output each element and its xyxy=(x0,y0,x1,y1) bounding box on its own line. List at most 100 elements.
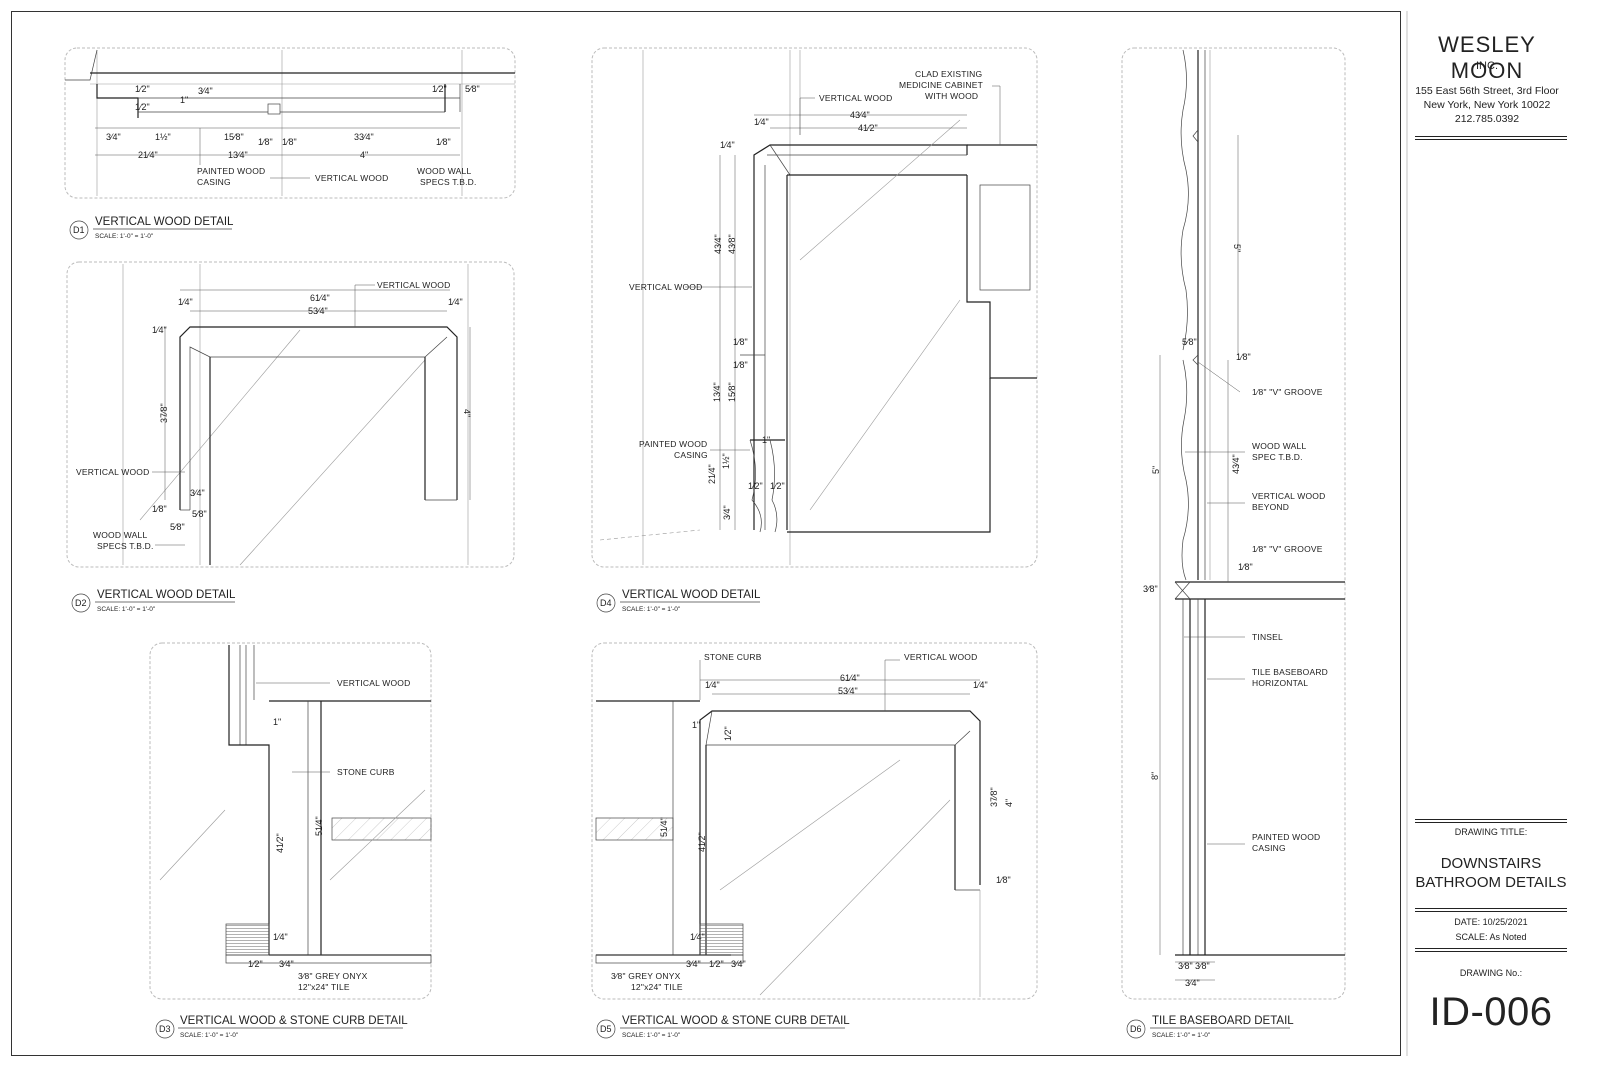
detail-d6-title: TILE BASEBOARD DETAIL xyxy=(1152,1015,1294,1027)
label-beyond: BEYOND xyxy=(1252,502,1289,512)
detail-d6-tag: D6 xyxy=(1130,1024,1142,1034)
label-grey-onyx: 3⁄8" GREY ONYX xyxy=(298,971,368,981)
detail-d5-scale: SCALE: 1'-0" = 1'-0" xyxy=(622,1032,681,1039)
detail-d4-tag: D4 xyxy=(600,598,612,608)
dim: 3⁄8" xyxy=(1195,961,1210,971)
dim: 1⁄4" xyxy=(754,117,769,127)
title-block-divider xyxy=(1415,819,1567,823)
label-casing: CASING xyxy=(197,177,231,187)
dim: 5" xyxy=(1232,244,1242,252)
dim: 1⁄4" xyxy=(178,297,193,307)
dim: 43⁄4" xyxy=(1231,454,1241,474)
drawing-title-label: DRAWING TITLE: xyxy=(1454,827,1528,837)
dim: 53⁄4" xyxy=(308,306,328,316)
dim: 1⁄4" xyxy=(973,680,988,690)
drawing-number: ID-006 xyxy=(1429,990,1553,1034)
dim: 5⁄8" xyxy=(192,509,207,519)
dim: 1⁄2" xyxy=(723,726,733,741)
label-wood-wall: WOOD WALL xyxy=(93,530,147,540)
label-horizontal: HORIZONTAL xyxy=(1252,678,1308,688)
detail-d6-tag-circle xyxy=(1126,1019,1146,1039)
dim: 1⁄8" xyxy=(282,137,297,147)
label-spec-tbd: SPEC T.B.D. xyxy=(1252,452,1303,462)
firm-phone: 212.785.0392 xyxy=(1454,113,1520,125)
label-vertical-wood: VERTICAL WOOD xyxy=(904,652,977,662)
dim: 1⁄4" xyxy=(273,932,288,942)
detail-d3: VERTICAL WOOD STONE CURB 1" 41⁄2" 51⁄4" … xyxy=(149,642,432,1039)
dim: 1⁄8" xyxy=(258,137,273,147)
sheet-border xyxy=(11,11,1401,1056)
detail-d4-scale: SCALE: 1'-0" = 1'-0" xyxy=(622,606,681,613)
drawing-title-line2: BATHROOM DETAILS xyxy=(1415,874,1567,891)
detail-d1-scale: SCALE: 1'-0" = 1'-0" xyxy=(95,233,154,240)
detail-d4-frame xyxy=(591,47,1038,568)
title-block-divider xyxy=(1415,948,1567,952)
dim: 13⁄4" xyxy=(228,150,248,160)
drawing-scale: SCALE: As Noted xyxy=(1455,932,1527,942)
dim: 3⁄8" xyxy=(1143,584,1158,594)
detail-d1-tag-circle xyxy=(69,220,89,240)
dim: 3⁄4" xyxy=(731,959,746,969)
dim: 43⁄4" xyxy=(713,234,723,254)
detail-d2-scale: SCALE: 1'-0" = 1'-0" xyxy=(97,606,156,613)
title-block-divider xyxy=(1415,136,1567,140)
dim: 1⁄2" xyxy=(248,959,263,969)
label-clad-existing: CLAD EXISTING xyxy=(915,69,982,79)
detail-d2-frame xyxy=(66,261,515,568)
dim: 4" xyxy=(1004,799,1014,807)
label-tile-size: 12"x24" TILE xyxy=(631,982,683,992)
detail-d5-title: VERTICAL WOOD & STONE CURB DETAIL xyxy=(622,1015,850,1027)
dim: 1⁄2" xyxy=(748,481,763,491)
dim: 3⁄4" xyxy=(190,488,205,498)
dim: 15⁄8" xyxy=(727,382,737,402)
dim: 1⁄4" xyxy=(448,297,463,307)
label-v-groove: 1⁄8" "V" GROOVE xyxy=(1252,544,1323,554)
label-wood-wall: WOOD WALL xyxy=(1252,441,1306,451)
dim: 1" xyxy=(692,720,700,730)
dim: 21⁄4" xyxy=(138,150,158,160)
drawing-number-label: DRAWING No.: xyxy=(1459,968,1523,978)
detail-d6-scale: SCALE: 1'-0" = 1'-0" xyxy=(1152,1032,1211,1039)
dim: 3⁄4" xyxy=(198,86,213,96)
dim: 41⁄2" xyxy=(275,833,285,853)
label-stone-curb: STONE CURB xyxy=(337,767,395,777)
dim: 1½" xyxy=(155,132,171,142)
dim: 1⁄2" xyxy=(432,84,447,94)
dim: 1⁄2" xyxy=(709,959,724,969)
detail-d4: 43⁄4" 41⁄2" 1⁄4" 1⁄4" VERTICAL WOOD CLAD… xyxy=(591,47,1038,613)
detail-d2: 61⁄4" 53⁄4" 1⁄4" 1⁄4" 1⁄4" 37⁄8" 4" VERT… xyxy=(66,261,515,613)
dim: 15⁄8" xyxy=(224,132,244,142)
dim: 4" xyxy=(360,150,368,160)
dim: 33⁄4" xyxy=(354,132,374,142)
label-vertical-wood: VERTICAL WOOD xyxy=(629,282,702,292)
detail-d5: 61⁄4" 53⁄4" 1⁄4" 1⁄4" STONE CURB VERTICA… xyxy=(591,642,1038,1039)
dim: 4" xyxy=(462,409,472,417)
dim: 43⁄4" xyxy=(850,110,870,120)
dim: 3⁄4" xyxy=(686,959,701,969)
dim: 3⁄4" xyxy=(106,132,121,142)
label-vertical-wood: VERTICAL WOOD xyxy=(315,173,388,183)
dim: 37⁄8" xyxy=(989,787,999,807)
label-tinsel: TINSEL xyxy=(1252,632,1283,642)
dim: 37⁄8" xyxy=(159,403,169,423)
detail-d3-tag-circle xyxy=(155,1019,175,1039)
detail-d6: 5" 5⁄8" 1⁄8" 5" 43⁄4" 1⁄8" 3⁄8" 8" 3⁄8" … xyxy=(1121,47,1346,1039)
dim: 1⁄2" xyxy=(770,481,785,491)
label-tile-size: 12"x24" TILE xyxy=(298,982,350,992)
label-tile-baseboard: TILE BASEBOARD xyxy=(1252,667,1328,677)
dim: 1⁄8" xyxy=(733,337,748,347)
label-medicine-cabinet: MEDICINE CABINET xyxy=(899,80,983,90)
dim: 51⁄4" xyxy=(314,816,324,836)
dim: 13⁄4" xyxy=(712,382,722,402)
dim: 5⁄8" xyxy=(465,84,480,94)
detail-d2-title: VERTICAL WOOD DETAIL xyxy=(97,589,236,601)
detail-d2-tag-circle xyxy=(71,593,91,613)
dim: 1½" xyxy=(721,453,731,469)
detail-d1-title: VERTICAL WOOD DETAIL xyxy=(95,216,234,228)
label-stone-curb: STONE CURB xyxy=(704,652,762,662)
label-painted-wood: PAINTED WOOD xyxy=(1252,832,1320,842)
dim: 3⁄4" xyxy=(722,505,732,520)
label-v-groove: 1⁄8" "V" GROOVE xyxy=(1252,387,1323,397)
